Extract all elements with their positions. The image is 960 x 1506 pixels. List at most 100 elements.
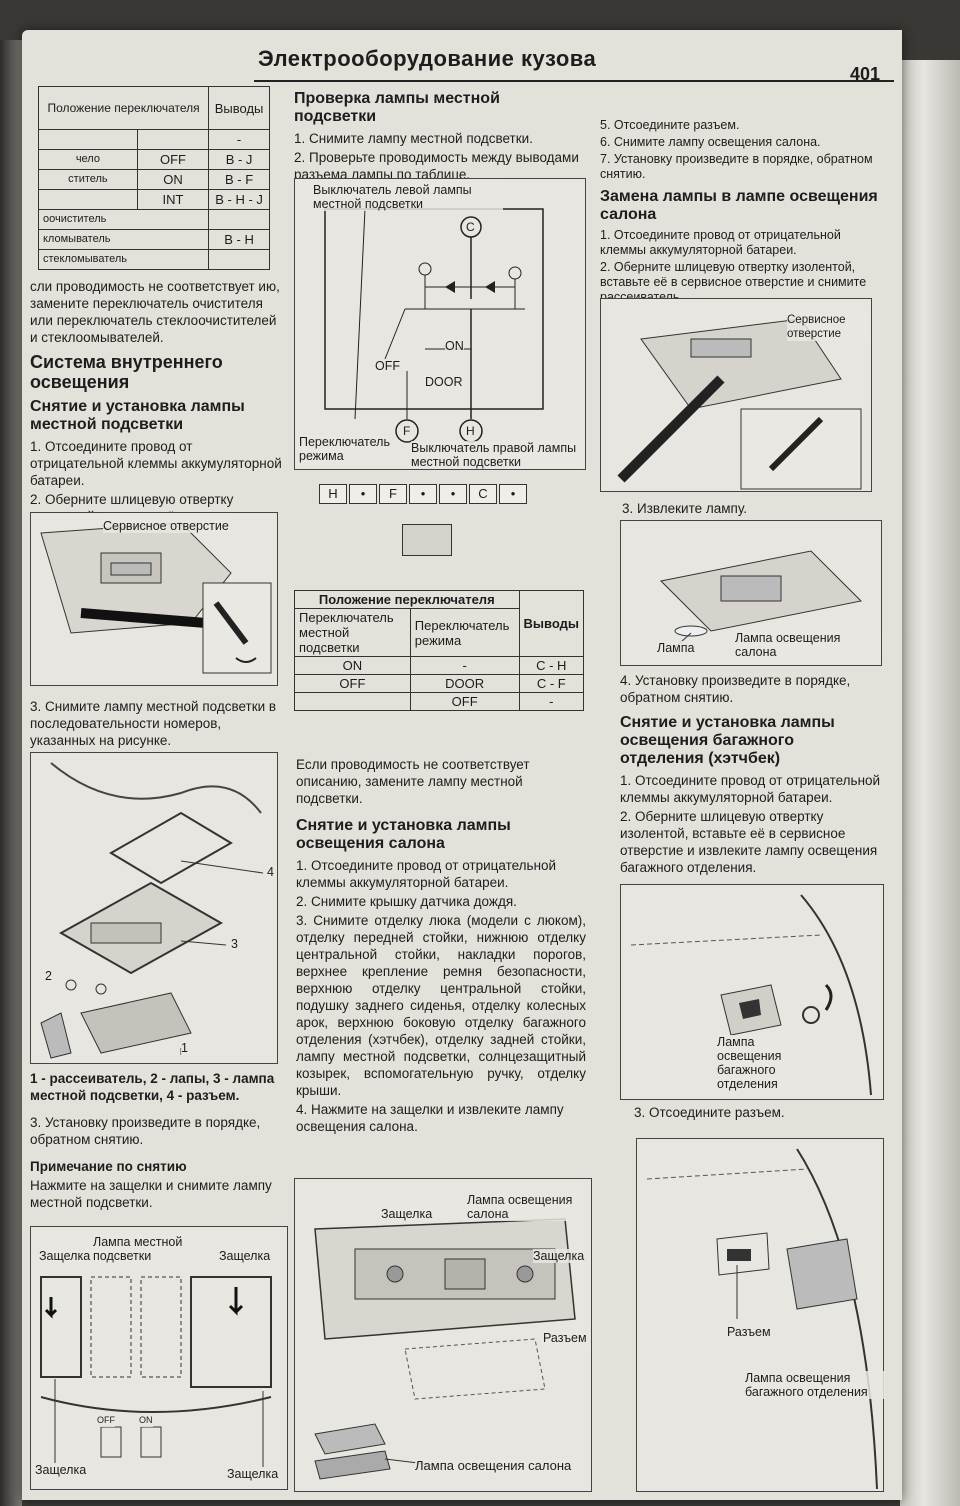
step-text: 3. Извлеките лампу. [622,501,748,516]
trunk-connector-illustration [646,1148,878,1490]
middle-column-text: Если проводимость не соответствует описа… [296,756,586,1137]
callout-2: 2 [45,969,52,983]
table-cell: ON [294,656,411,675]
door-label: DOOR [425,375,463,389]
connector-pin: F [379,484,407,504]
lamp-check-table: Положение переключателя Выводы Переключа… [294,590,585,711]
table-cell: OFF [409,692,520,711]
table-cell: C - H [518,656,585,675]
table-cell: OFF [294,674,411,693]
callout-3: 3 [231,937,238,951]
step-text: 4. Нажмите на защелки и извлеките лампу … [296,1102,564,1134]
wiper-table-header-output: Выводы [208,86,270,130]
table-cell: - [208,129,270,150]
table-subheader-mode: Переключатель режима [409,608,520,657]
connector-label-right: Разъем [727,1325,771,1339]
lamp-exploded-illustration [40,762,264,1059]
table-row: ON-C - H [294,656,585,675]
figure-lamp-bulb: Лампа Лампа освещения салона [620,520,882,666]
off-label: OFF [375,359,400,373]
step-text: 3. Отсоедините разъем. [634,1105,785,1120]
table-cell [38,129,138,150]
pin-c-label: C [466,220,475,234]
connector-pin: • [409,484,437,504]
lamp-label-right: Лампа [657,641,695,655]
latch-label-right: Защелка [533,1249,585,1263]
table-cell: B - F [208,169,270,190]
paragraph: Если проводимость не соответствует описа… [296,757,530,806]
table-cell: - [518,692,585,711]
service-hole-label-right: Сервисное отверстие [787,313,867,341]
step-text: 4. Установку произведите в порядке, обра… [620,673,851,705]
page-header: Электрооборудование кузова 401 [254,42,894,84]
latch-label-top-right: Защелка [219,1249,271,1263]
table-header-output: Выводы [518,590,585,657]
step-text: 3. Снимите лампу местной подсветки в пос… [30,699,277,748]
table-row: - [38,129,270,150]
right-switch-label: Выключатель правой лампы местной подсвет… [411,441,583,469]
right-column-mid: 4. Установку произведите в порядке, обра… [620,672,882,878]
table-cell: чело [38,149,138,170]
connector-pin: C [469,484,497,504]
table-cell: DOOR [409,674,520,693]
latch-label-top-left: Защелка [39,1249,91,1263]
table-cell [208,209,270,230]
step-text: 3. Установку произведите в порядке, обра… [30,1115,261,1147]
step-text: 1. Отсоедините провод от отрицательной к… [296,858,557,890]
table-row: OFF- [294,692,585,711]
manual-page: Электрооборудование кузова 401 Положение… [22,30,902,1500]
section-heading: Снятие и установка лампы освещения салон… [296,817,511,852]
figure-service-hole-right: Сервисное отверстие [600,298,872,492]
figure-circuit: Выключатель левой лампы местной подсветк… [294,178,586,470]
cabin-lamp-label-top: Лампа освещения салона [467,1193,577,1221]
circuit-diagram [324,208,544,443]
page-stack-edge [900,60,960,1506]
table-row: стекломыватель [37,249,270,270]
callout-1: 1 [181,1041,188,1055]
figure-trunk-connector: Разъем Лампа освещения багажного отделен… [636,1138,885,1492]
figure-trunk-lamp: Лампа освещения багажного отделения [620,884,884,1100]
connector-pin: • [499,484,527,504]
note-text: Нажмите на защелки и снимите лампу местн… [30,1178,272,1210]
note-title: Примечание по снятию [30,1159,187,1174]
latch-illustration [40,1276,272,1467]
off-label: OFF [97,1413,115,1427]
page-number: 401 [849,64,880,84]
connector-pinout: H•F••C• [318,484,568,504]
table-cell: ON [136,169,210,190]
table-cell [208,249,270,270]
table-cell: B - J [208,149,270,170]
step-text: 7. Установку произведите в порядке, обра… [600,152,873,181]
table-cell: стекломыватель [37,249,210,270]
bulb-illustration [659,550,863,652]
mode-switch-label: Переключатель режима [299,435,390,463]
table-cell [294,692,411,711]
cabin-lamp-illustration [314,1218,576,1480]
on-label: ON [445,339,464,353]
table-subheader-local: Переключатель местной подсветки [294,608,411,657]
table-cell: ститель [38,169,138,190]
table-cell: OFF [136,149,210,170]
section-heading: Снятие и установка лампы освещения багаж… [620,714,835,767]
trunk-lamp-illustration [630,894,872,1096]
on-label: ON [139,1413,153,1427]
table-cell: - [409,656,520,675]
section-heading: Проверка лампы местной подсветки [294,90,500,125]
latch-label-left: Защелка [381,1207,433,1221]
cabin-lamp-label-bottom: Лампа освещения салона [415,1458,572,1473]
section-heading: Замена лампы в лампе освещения салона [600,188,878,223]
step-text: 6. Снимите лампу освещения салона. [600,135,821,149]
table-row: оочиститель [37,209,270,230]
table-cell: кломыватель [37,229,210,250]
service-hole-label: Сервисное отверстие [103,519,229,533]
step-text: 2. Оберните шлицевую отвертку изолентой,… [600,260,867,304]
overhead-console-illustration [40,522,272,674]
trunk-lamp-label-bottom: Лампа освещения багажного отделения [745,1371,885,1399]
